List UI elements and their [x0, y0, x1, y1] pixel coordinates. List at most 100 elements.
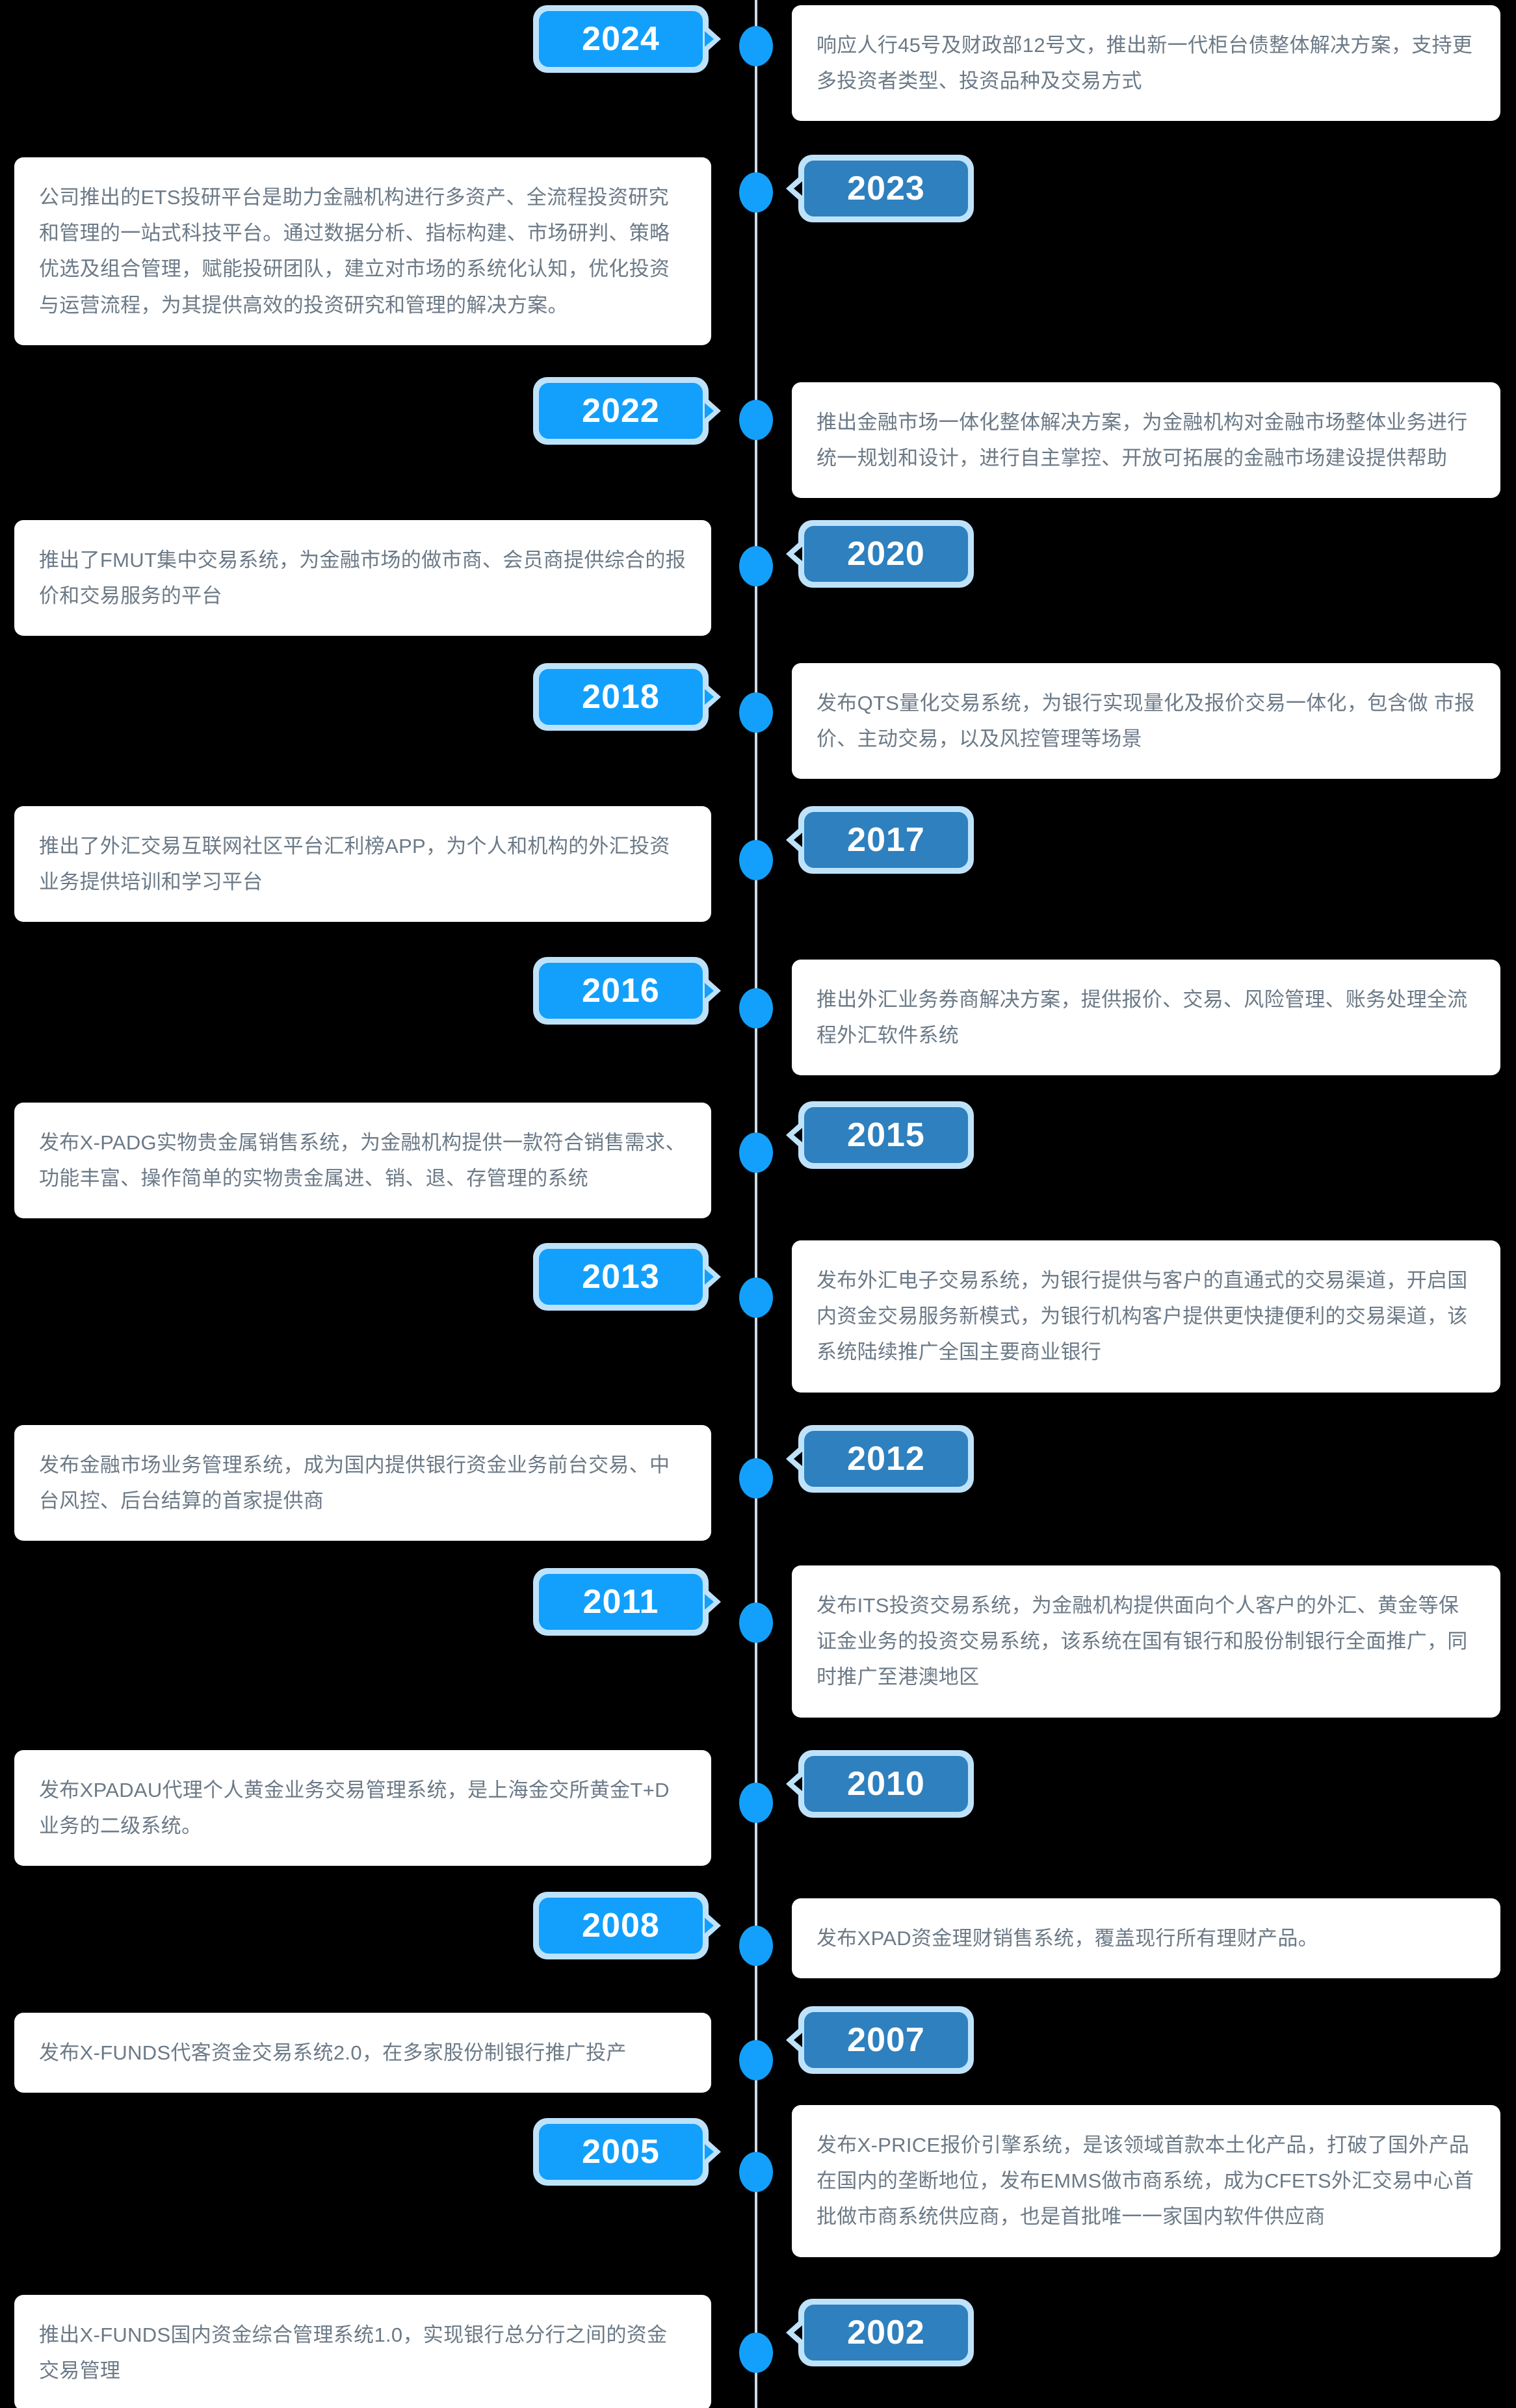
event-card-2016[interactable]: 推出外汇业务券商解决方案，提供报价、交易、风险管理、账务处理全流程外汇软件系统 — [792, 960, 1500, 1076]
year-badge-2017[interactable]: 2017 — [786, 806, 974, 874]
event-description: 发布X-PRICE报价引擎系统，是该领域首款本土化产品，打破了国外产品在国内的垄… — [817, 2134, 1474, 2229]
timeline-node-dot — [739, 172, 773, 213]
event-card-2008[interactable]: 发布XPAD资金理财销售系统，覆盖现行所有理财产品。 — [792, 1898, 1500, 1979]
year-badge-fill: 2015 — [804, 1107, 968, 1163]
event-description: 推出了外汇交易互联网社区平台汇利榜APP，为个人和机构的外汇投资业务提供培训和学… — [39, 835, 670, 894]
badge-pointer-icon — [794, 1452, 802, 1466]
badge-pointer-icon — [705, 689, 714, 705]
year-badge-2024[interactable]: 2024 — [533, 5, 721, 73]
event-description: 公司推出的ETS投研平台是助力金融机构进行多资产、全流程投资研究和管理的一站式科… — [39, 186, 670, 317]
year-label: 2011 — [582, 1583, 659, 1621]
year-badge-2022[interactable]: 2022 — [533, 377, 721, 445]
year-label: 2008 — [582, 1907, 660, 1944]
year-label: 2007 — [847, 2021, 925, 2059]
event-card-2015[interactable]: 发布X-PADG实物贵金属销售系统，为金融机构提供一款符合销售需求、功能丰富、操… — [14, 1103, 711, 1219]
event-card-2020[interactable]: 推出了FMUT集中交易系统，为金融市场的做市商、会员商提供综合的报价和交易服务的… — [14, 520, 711, 636]
year-badge-2008[interactable]: 2008 — [533, 1892, 721, 1959]
year-label: 2023 — [847, 170, 925, 207]
badge-pointer-icon — [794, 181, 802, 196]
year-badge-fill: 2011 — [539, 1574, 703, 1630]
event-card-2013[interactable]: 发布外汇电子交易系统，为银行提供与客户的直通式的交易渠道，开启国内资金交易服务新… — [792, 1240, 1500, 1393]
year-badge-fill: 2010 — [804, 1756, 968, 1812]
year-badge-2007[interactable]: 2007 — [786, 2006, 974, 2074]
year-badge-fill: 2016 — [539, 963, 703, 1019]
year-badge-2023[interactable]: 2023 — [786, 155, 974, 222]
timeline-spine — [755, 0, 757, 2408]
year-badge-2011[interactable]: 2011 — [533, 1568, 721, 1636]
year-label: 2020 — [847, 535, 925, 573]
event-card-2011[interactable]: 发布ITS投资交易系统，为金融机构提供面向个人客户的外汇、黄金等保证金业务的投资… — [792, 1565, 1500, 1718]
year-badge-fill: 2020 — [804, 526, 968, 582]
timeline-node-dot — [739, 692, 773, 733]
event-description: 发布X-FUNDS代客资金交易系统2.0，在多家股份制银行推广投产 — [39, 2041, 627, 2064]
year-badge-2015[interactable]: 2015 — [786, 1101, 974, 1169]
timeline-node-dot — [739, 840, 773, 880]
badge-pointer-icon — [794, 547, 802, 561]
year-badge-fill: 2013 — [539, 1249, 703, 1305]
badge-pointer-icon — [794, 833, 802, 847]
timeline-node-dot — [739, 546, 773, 586]
event-card-2017[interactable]: 推出了外汇交易互联网社区平台汇利榜APP，为个人和机构的外汇投资业务提供培训和学… — [14, 806, 711, 923]
year-badge-2010[interactable]: 2010 — [786, 1750, 974, 1818]
year-label: 2015 — [847, 1116, 925, 1154]
year-badge-fill: 2023 — [804, 161, 968, 216]
badge-pointer-icon — [794, 2033, 802, 2047]
year-badge-fill: 2008 — [539, 1898, 703, 1954]
badge-pointer-icon — [705, 403, 714, 419]
year-badge-2020[interactable]: 2020 — [786, 520, 974, 588]
badge-pointer-icon — [705, 1269, 714, 1285]
year-label: 2013 — [582, 1258, 660, 1296]
year-badge-2013[interactable]: 2013 — [533, 1243, 721, 1311]
timeline-node-dot — [739, 1458, 773, 1498]
event-card-2018[interactable]: 发布QTS量化交易系统，为银行实现量化及报价交易一体化，包含做 市报价、主动交易… — [792, 663, 1500, 779]
timeline-node-dot — [739, 1783, 773, 1823]
badge-pointer-icon — [794, 1128, 802, 1142]
timeline-node-dot — [739, 988, 773, 1028]
timeline-node-dot — [739, 400, 773, 440]
timeline-node-dot — [739, 1277, 773, 1318]
timeline-node-dot — [739, 1603, 773, 1643]
event-card-2012[interactable]: 发布金融市场业务管理系统，成为国内提供银行资金业务前台交易、中台风控、后台结算的… — [14, 1425, 711, 1541]
badge-pointer-icon — [705, 1594, 714, 1610]
event-description: 发布外汇电子交易系统，为银行提供与客户的直通式的交易渠道，开启国内资金交易服务新… — [817, 1269, 1468, 1364]
event-card-2002[interactable]: 推出X-FUNDS国内资金综合管理系统1.0，实现银行总分行之间的资金交易管理 — [14, 2295, 711, 2408]
timeline-node-dot — [739, 2040, 773, 2080]
year-label: 2018 — [582, 678, 660, 716]
event-description: 发布XPAD资金理财销售系统，覆盖现行所有理财产品。 — [817, 1927, 1318, 1950]
badge-pointer-icon — [794, 1777, 802, 1791]
event-card-2024[interactable]: 响应人行45号及财政部12号文，推出新一代柜台债整体解决方案，支持更多投资者类型… — [792, 5, 1500, 122]
event-description: 推出了FMUT集中交易系统，为金融市场的做市商、会员商提供综合的报价和交易服务的… — [39, 549, 686, 608]
year-badge-fill: 2012 — [804, 1431, 968, 1487]
year-badge-2016[interactable]: 2016 — [533, 957, 721, 1025]
year-label: 2024 — [582, 20, 660, 58]
year-badge-fill: 2017 — [804, 812, 968, 868]
event-description: 推出金融市场一体化整体解决方案，为金融机构对金融市场整体业务进行统一规划和设计，… — [817, 411, 1468, 470]
year-label: 2017 — [847, 821, 925, 859]
year-badge-fill: 2005 — [539, 2124, 703, 2180]
event-card-2022[interactable]: 推出金融市场一体化整体解决方案，为金融机构对金融市场整体业务进行统一规划和设计，… — [792, 382, 1500, 499]
badge-pointer-icon — [705, 2144, 714, 2160]
year-label: 2012 — [847, 1440, 925, 1478]
year-badge-fill: 2024 — [539, 11, 703, 67]
timeline-node-dot — [739, 2152, 773, 2192]
year-badge-2012[interactable]: 2012 — [786, 1425, 974, 1493]
event-card-2023[interactable]: 公司推出的ETS投研平台是助力金融机构进行多资产、全流程投资研究和管理的一站式科… — [14, 157, 711, 345]
event-card-2010[interactable]: 发布XPADAU代理个人黄金业务交易管理系统，是上海金交所黄金T+D业务的二级系… — [14, 1750, 711, 1866]
badge-pointer-icon — [705, 31, 714, 47]
event-card-2005[interactable]: 发布X-PRICE报价引擎系统，是该领域首款本土化产品，打破了国外产品在国内的垄… — [792, 2105, 1500, 2257]
year-badge-fill: 2022 — [539, 383, 703, 439]
year-badge-fill: 2018 — [539, 669, 703, 725]
event-description: 响应人行45号及财政部12号文，推出新一代柜台债整体解决方案，支持更多投资者类型… — [817, 34, 1473, 93]
year-badge-2002[interactable]: 2002 — [786, 2299, 974, 2366]
event-description: 发布ITS投资交易系统，为金融机构提供面向个人客户的外汇、黄金等保证金业务的投资… — [817, 1594, 1468, 1689]
event-card-2007[interactable]: 发布X-FUNDS代客资金交易系统2.0，在多家股份制银行推广投产 — [14, 2013, 711, 2093]
year-label: 2022 — [582, 392, 660, 430]
event-description: 发布XPADAU代理个人黄金业务交易管理系统，是上海金交所黄金T+D业务的二级系… — [39, 1779, 670, 1838]
badge-pointer-icon — [794, 2325, 802, 2340]
badge-pointer-icon — [705, 983, 714, 999]
year-badge-2005[interactable]: 2005 — [533, 2118, 721, 2186]
event-description: 发布X-PADG实物贵金属销售系统，为金融机构提供一款符合销售需求、功能丰富、操… — [39, 1131, 686, 1190]
timeline-node-dot — [739, 26, 773, 66]
year-badge-2018[interactable]: 2018 — [533, 663, 721, 731]
